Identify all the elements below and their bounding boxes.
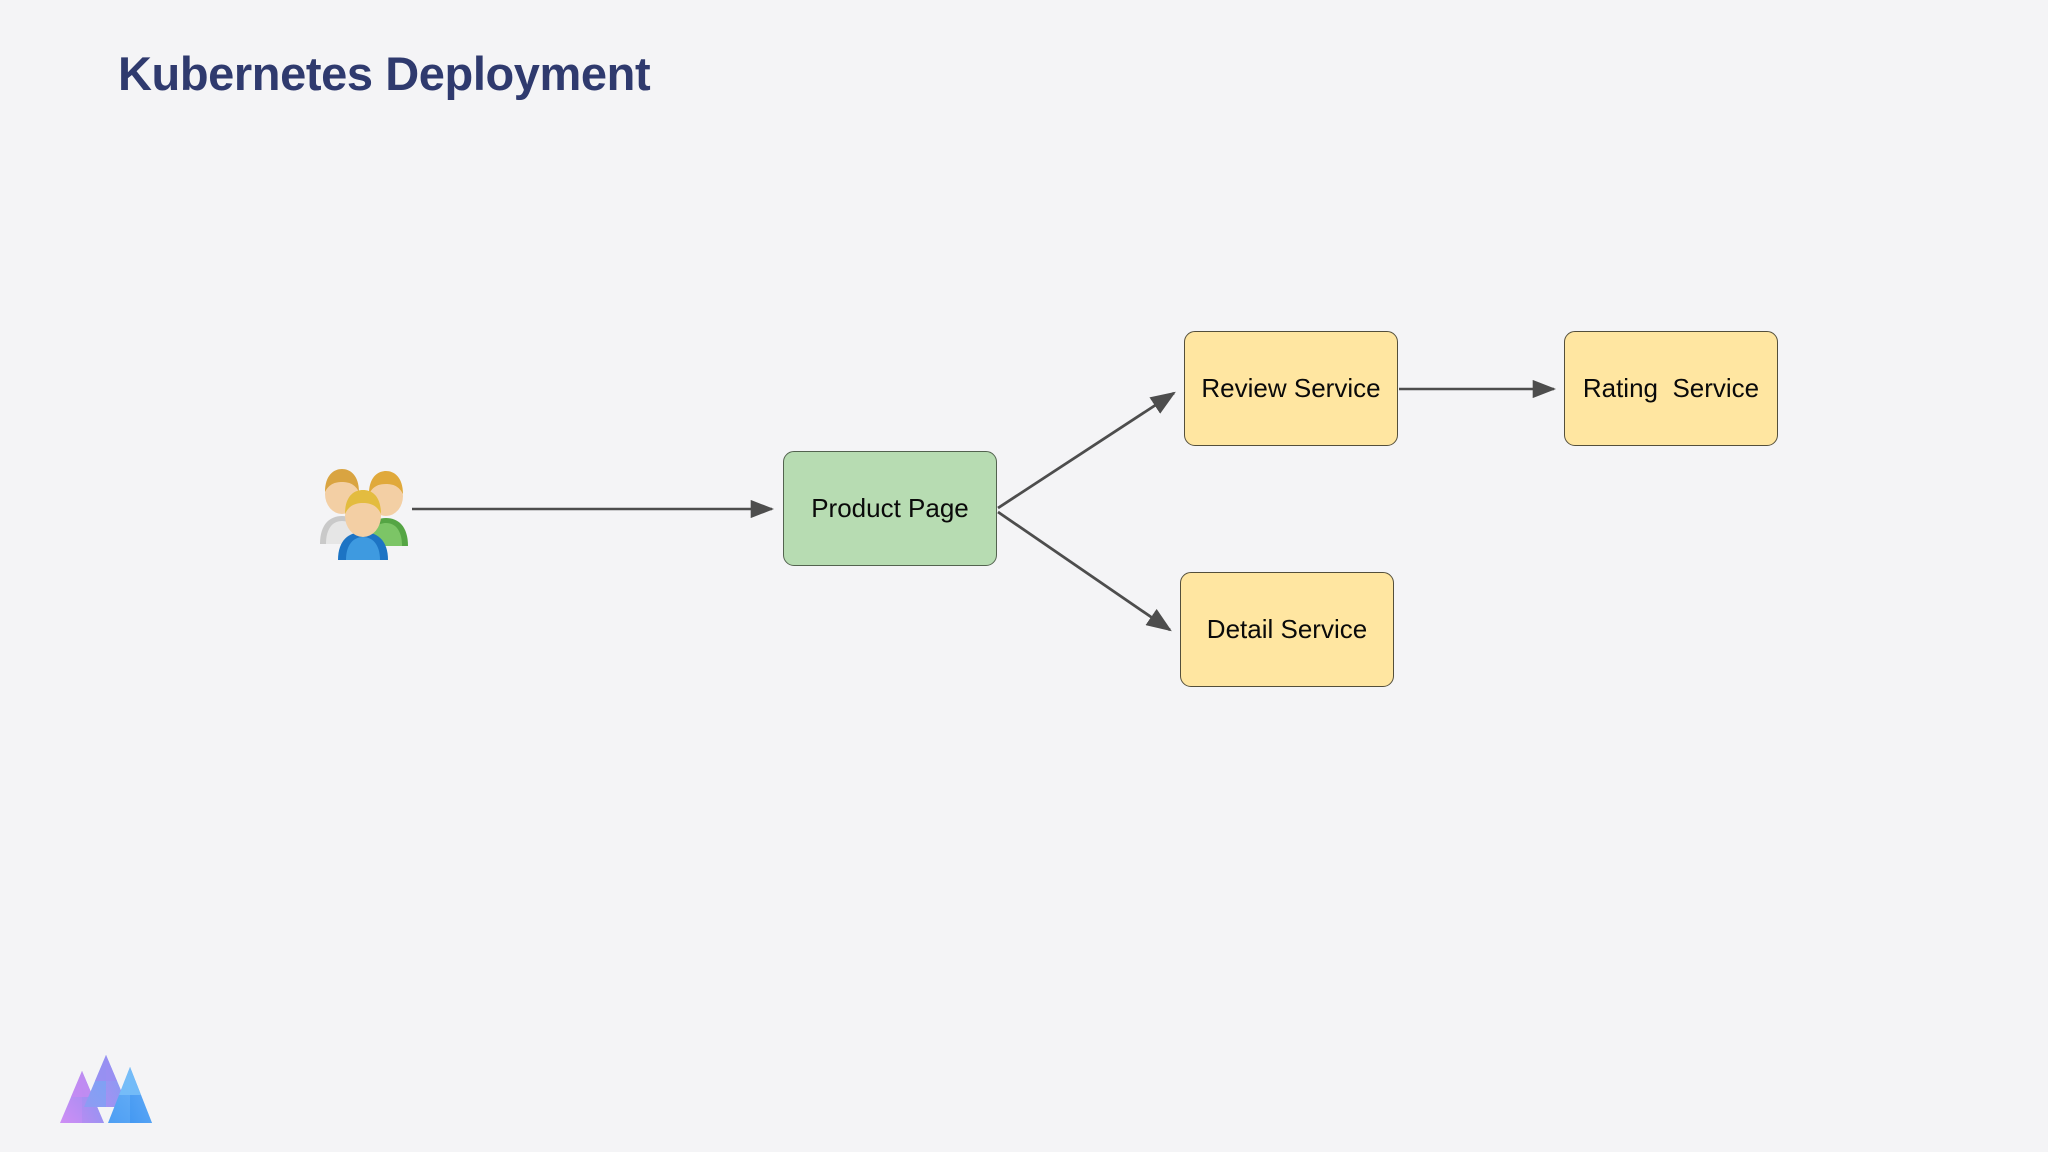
mountain-m-logo [60, 1055, 152, 1123]
node-product-page[interactable]: Product Page [783, 451, 997, 566]
edge-product-page-to-review-service [997, 391, 1176, 510]
page-title: Kubernetes Deployment [118, 47, 651, 100]
node-rating-service[interactable]: Rating Service [1564, 331, 1778, 446]
user-figure-center [338, 490, 388, 560]
node-detail-service[interactable]: Detail Service [1180, 572, 1394, 687]
node-review-service[interactable]: Review Service [1184, 331, 1398, 446]
edge-product-page-to-detail-service [997, 510, 1172, 632]
group-of-users-icon [320, 469, 408, 560]
